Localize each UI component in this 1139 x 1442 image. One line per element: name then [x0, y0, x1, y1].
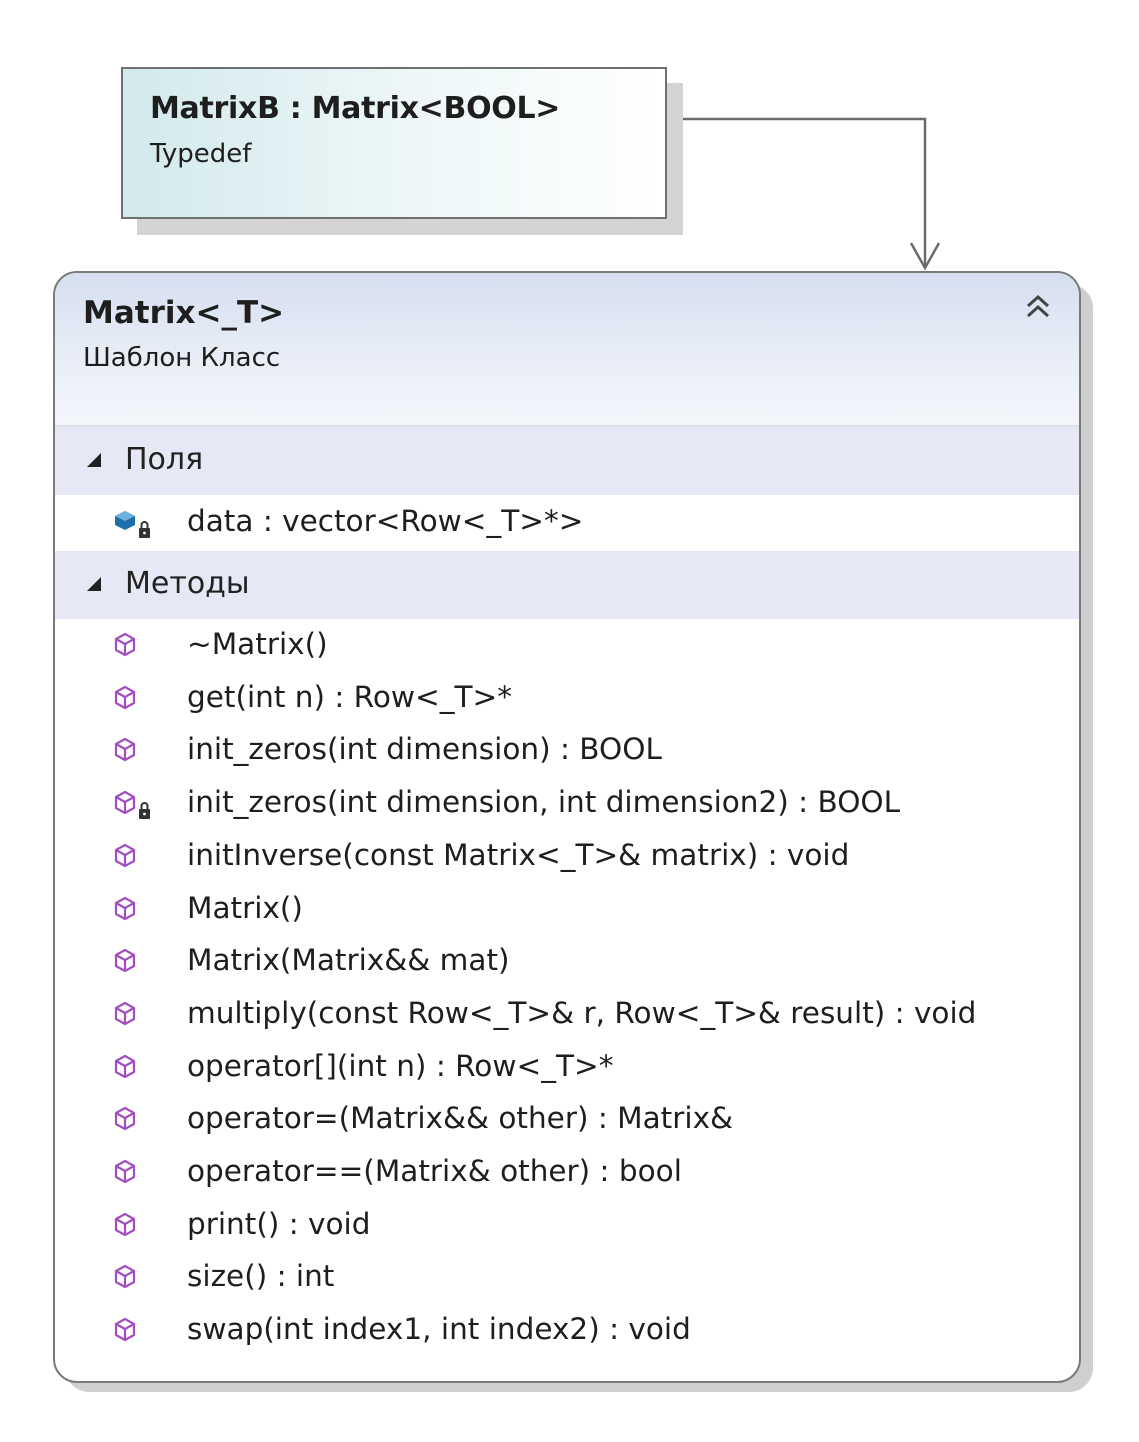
fields-section-header[interactable]: Поля [55, 427, 1079, 495]
method-text: init_zeros(int dimension, int dimension2… [187, 785, 901, 820]
method-icon [114, 738, 136, 762]
method-text: operator[](int n) : Row<_T>* [187, 1048, 614, 1083]
collapse-triangle-icon[interactable] [85, 575, 103, 593]
class-box[interactable]: Matrix<_T> Шаблон Класс Поля data : vect… [53, 271, 1081, 1383]
method-row[interactable]: swap(int index1, int index2) : void [55, 1306, 1079, 1358]
field-text: data : vector<Row<_T>*> [187, 504, 584, 538]
method-icon [114, 896, 136, 920]
class-title: Matrix<_T> [83, 295, 285, 331]
field-row[interactable]: data : vector<Row<_T>*> [55, 498, 1079, 550]
method-row[interactable]: size() : int [55, 1253, 1079, 1305]
methods-section-header[interactable]: Методы [55, 551, 1079, 619]
fields-section-label: Поля [125, 442, 204, 477]
method-icon [114, 1054, 136, 1078]
method-text: swap(int index1, int index2) : void [187, 1312, 691, 1347]
method-row[interactable]: Matrix(Matrix&& mat) [55, 937, 1079, 989]
collapse-triangle-icon[interactable] [85, 451, 103, 469]
method-text: ~Matrix() [187, 627, 328, 661]
method-text: size() : int [187, 1259, 335, 1294]
method-row[interactable]: init_zeros(int dimension) : BOOL [55, 726, 1079, 778]
method-icon [114, 1159, 136, 1184]
class-subtitle: Шаблон Класс [83, 343, 281, 373]
method-text: Matrix() [187, 890, 303, 925]
method-text: multiply(const Row<_T>& r, Row<_T>& resu… [187, 995, 977, 1030]
methods-section-label: Методы [125, 566, 250, 601]
method-icon [114, 1212, 136, 1236]
method-icon [114, 685, 136, 709]
typedef-box[interactable]: MatrixB : Matrix<BOOL> Typedef [121, 67, 667, 219]
method-row[interactable]: init_zeros(int dimension, int dimension2… [55, 779, 1079, 831]
method-row[interactable]: multiply(const Row<_T>& r, Row<_T>& resu… [55, 990, 1079, 1042]
method-icon [114, 1317, 136, 1342]
method-icon [114, 1265, 136, 1289]
method-row[interactable]: initInverse(const Matrix<_T>& matrix) : … [55, 832, 1079, 884]
method-icon [114, 632, 136, 657]
method-row[interactable]: get(int n) : Row<_T>* [55, 674, 1079, 726]
method-text: print() : void [187, 1206, 371, 1241]
method-icon [114, 843, 136, 867]
method-row[interactable]: operator[](int n) : Row<_T>* [55, 1043, 1079, 1095]
private-field-icon [115, 511, 150, 538]
method-row[interactable]: operator=(Matrix&& other) : Matrix& [55, 1095, 1079, 1147]
double-chevron-up-icon[interactable] [1023, 291, 1053, 321]
method-text: init_zeros(int dimension) : BOOL [187, 732, 662, 767]
method-row[interactable]: operator==(Matrix& other) : bool [55, 1148, 1079, 1200]
method-text: initInverse(const Matrix<_T>& matrix) : … [187, 837, 850, 872]
method-text: operator==(Matrix& other) : bool [187, 1154, 682, 1188]
method-row[interactable]: Matrix() [55, 885, 1079, 937]
private-method-icon [114, 790, 150, 820]
method-icon [114, 1107, 136, 1131]
method-row[interactable]: ~Matrix() [55, 621, 1079, 673]
typedef-subtitle: Typedef [150, 139, 252, 169]
method-text: Matrix(Matrix&& mat) [187, 943, 510, 978]
method-icon [114, 1001, 136, 1025]
typedef-title: MatrixB : Matrix<BOOL> [150, 91, 561, 126]
class-header: Matrix<_T> Шаблон Класс [55, 273, 1079, 427]
method-text: operator=(Matrix&& other) : Matrix& [187, 1101, 734, 1136]
method-icon [114, 949, 136, 973]
method-text: get(int n) : Row<_T>* [187, 679, 512, 714]
method-row[interactable]: print() : void [55, 1201, 1079, 1253]
